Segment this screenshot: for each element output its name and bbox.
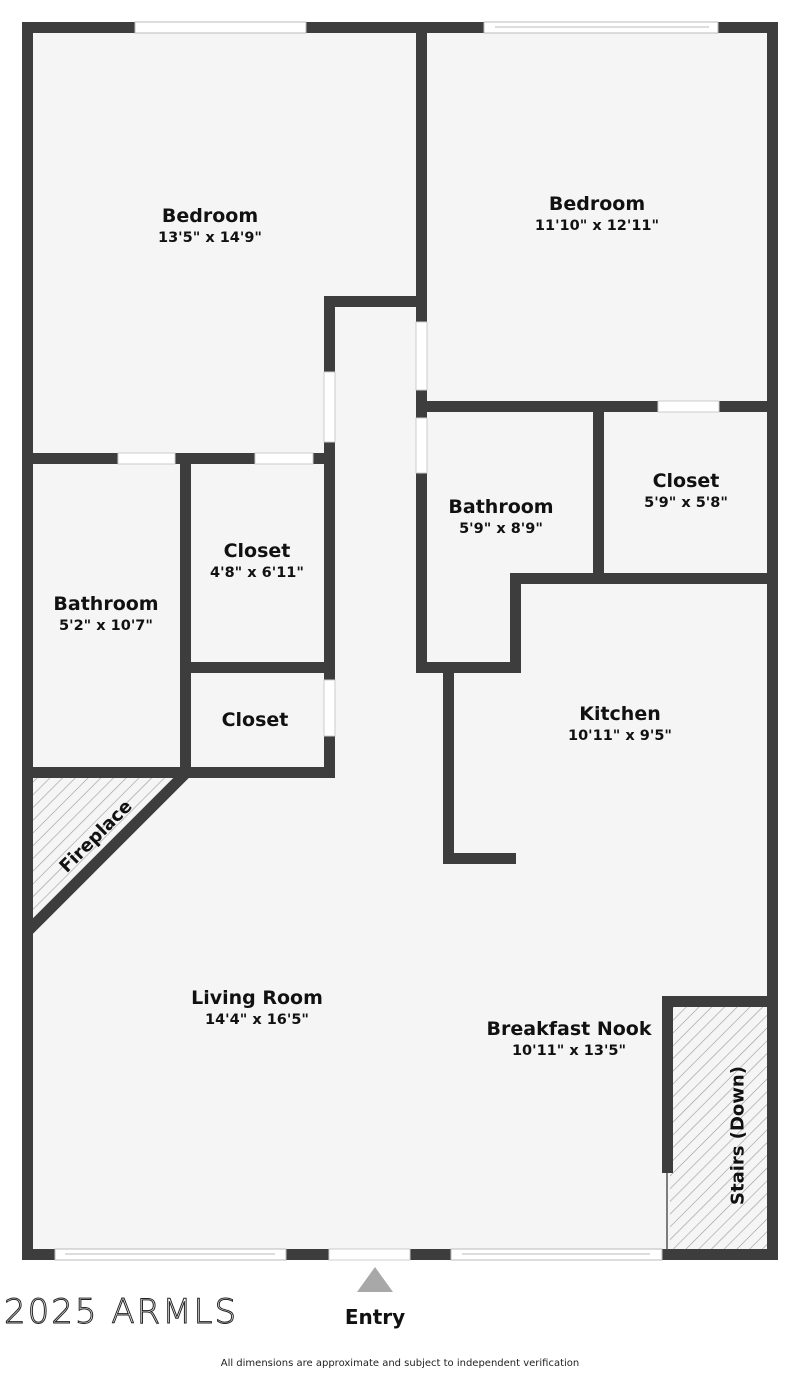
floor bbox=[22, 22, 778, 1260]
room-name: Closet bbox=[221, 709, 289, 731]
room-bedroom-left: Bedroom 13'5" x 14'9" bbox=[158, 204, 262, 248]
walls bbox=[22, 22, 778, 1260]
room-name: Bedroom bbox=[548, 193, 646, 215]
room-name: Closet bbox=[223, 540, 291, 562]
room-name: Living Room bbox=[191, 987, 323, 1009]
fireplace-wall bbox=[24, 770, 189, 935]
room-name: Breakfast Nook bbox=[486, 1018, 652, 1040]
stairs-area bbox=[670, 1005, 768, 1250]
room-dimensions: 14'4" x 16'5" bbox=[205, 1012, 309, 1028]
doors bbox=[117, 321, 720, 1261]
room-dimensions: 5'2" x 10'7" bbox=[59, 618, 153, 634]
room-name: Bedroom bbox=[161, 205, 259, 227]
room-dimensions: 4'8" x 6'11" bbox=[210, 565, 304, 581]
disclaimer: All dimensions are approximate and subje… bbox=[220, 1358, 580, 1369]
room-dimensions: 5'9" x 5'8" bbox=[644, 495, 728, 511]
room-dimensions: 13'5" x 14'9" bbox=[158, 230, 262, 246]
room-name: Closet bbox=[652, 470, 720, 492]
room-dimensions: 5'9" x 8'9" bbox=[459, 521, 543, 537]
entry-label: Entry bbox=[344, 1305, 406, 1329]
room-name: Bathroom bbox=[53, 593, 159, 615]
room-bathroom-right: Bathroom 5'9" x 8'9" bbox=[448, 495, 553, 539]
room-name: Bathroom bbox=[448, 496, 554, 518]
room-name: Kitchen bbox=[579, 703, 661, 725]
windows bbox=[54, 21, 719, 1261]
room-dimensions: 11'10" x 12'11" bbox=[534, 218, 660, 234]
room-living-room: Living Room 14'4" x 16'5" bbox=[191, 986, 323, 1030]
room-closet-right: Closet 5'9" x 5'8" bbox=[644, 469, 728, 513]
room-breakfast-nook: Breakfast Nook 10'11" x 13'5" bbox=[487, 1017, 652, 1061]
room-bedroom-right: Bedroom 11'10" x 12'11" bbox=[535, 192, 659, 236]
room-bathroom-left: Bathroom 5'2" x 10'7" bbox=[53, 592, 158, 636]
room-closet-mid-lower: Closet bbox=[222, 708, 289, 732]
room-dimensions: 10'11" x 13'5" bbox=[511, 1043, 627, 1059]
watermark: 2025 ARMLS bbox=[3, 1292, 239, 1333]
stairs-label: Stairs (Down) bbox=[727, 1066, 749, 1205]
entry-arrow-icon bbox=[357, 1267, 393, 1292]
room-dimensions: 10'11" x 9'5" bbox=[568, 728, 672, 744]
room-closet-mid-upper: Closet 4'8" x 6'11" bbox=[210, 539, 304, 583]
room-kitchen: Kitchen 10'11" x 9'5" bbox=[568, 702, 672, 746]
